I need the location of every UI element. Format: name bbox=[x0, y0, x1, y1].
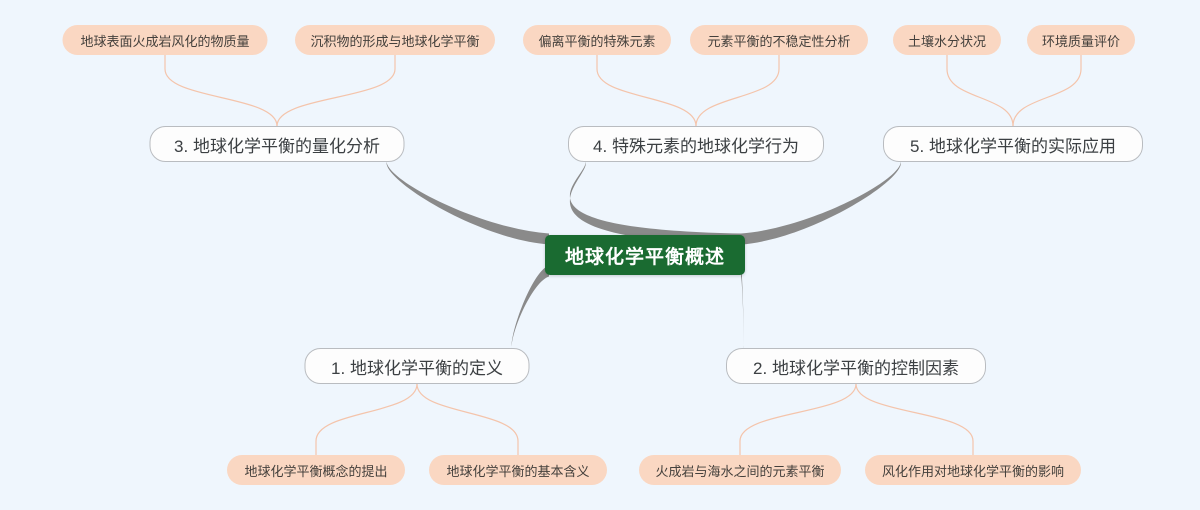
connector bbox=[511, 265, 549, 349]
mindmap-branch-node-b4[interactable]: 4. 特殊元素的地球化学行为 bbox=[568, 126, 824, 162]
connector bbox=[386, 161, 549, 245]
mindmap-branch-node-b1[interactable]: 1. 地球化学平衡的定义 bbox=[304, 348, 530, 384]
mindmap-leaf-node-b1-2[interactable]: 地球化学平衡的基本含义 bbox=[429, 455, 607, 485]
connector bbox=[741, 265, 744, 349]
connector bbox=[1012, 54, 1082, 127]
connector bbox=[741, 161, 901, 245]
connector bbox=[416, 383, 519, 456]
mindmap-leaf-node-b4-2[interactable]: 元素平衡的不稳定性分析 bbox=[690, 25, 868, 55]
connector bbox=[596, 54, 697, 127]
connector bbox=[164, 54, 278, 127]
mindmap-branch-node-b3[interactable]: 3. 地球化学平衡的量化分析 bbox=[149, 126, 405, 162]
connector bbox=[855, 383, 974, 456]
mindmap-leaf-node-b4-1[interactable]: 偏离平衡的特殊元素 bbox=[523, 25, 671, 55]
mindmap-leaf-node-b2-2[interactable]: 风化作用对地球化学平衡的影响 bbox=[865, 455, 1081, 485]
mindmap-leaf-node-b2-1[interactable]: 火成岩与海水之间的元素平衡 bbox=[639, 455, 841, 485]
connector bbox=[946, 54, 1014, 127]
connector bbox=[695, 54, 780, 127]
mindmap-branch-node-b5[interactable]: 5. 地球化学平衡的实际应用 bbox=[883, 126, 1143, 162]
connector bbox=[276, 54, 396, 127]
connector bbox=[739, 383, 857, 456]
mindmap-branch-node-b2[interactable]: 2. 地球化学平衡的控制因素 bbox=[726, 348, 986, 384]
mindmap-leaf-node-b3-2[interactable]: 沉积物的形成与地球化学平衡 bbox=[295, 25, 495, 55]
mindmap-center-node[interactable]: 地球化学平衡概述 bbox=[545, 235, 745, 275]
mindmap-leaf-node-b5-1[interactable]: 土壤水分状况 bbox=[893, 25, 1001, 55]
mindmap-leaf-node-b5-2[interactable]: 环境质量评价 bbox=[1027, 25, 1135, 55]
connector bbox=[315, 383, 418, 456]
connector bbox=[569, 161, 741, 245]
mindmap-leaf-node-b3-1[interactable]: 地球表面火成岩风化的物质量 bbox=[62, 25, 268, 55]
mindmap-leaf-node-b1-1[interactable]: 地球化学平衡概念的提出 bbox=[227, 455, 405, 485]
